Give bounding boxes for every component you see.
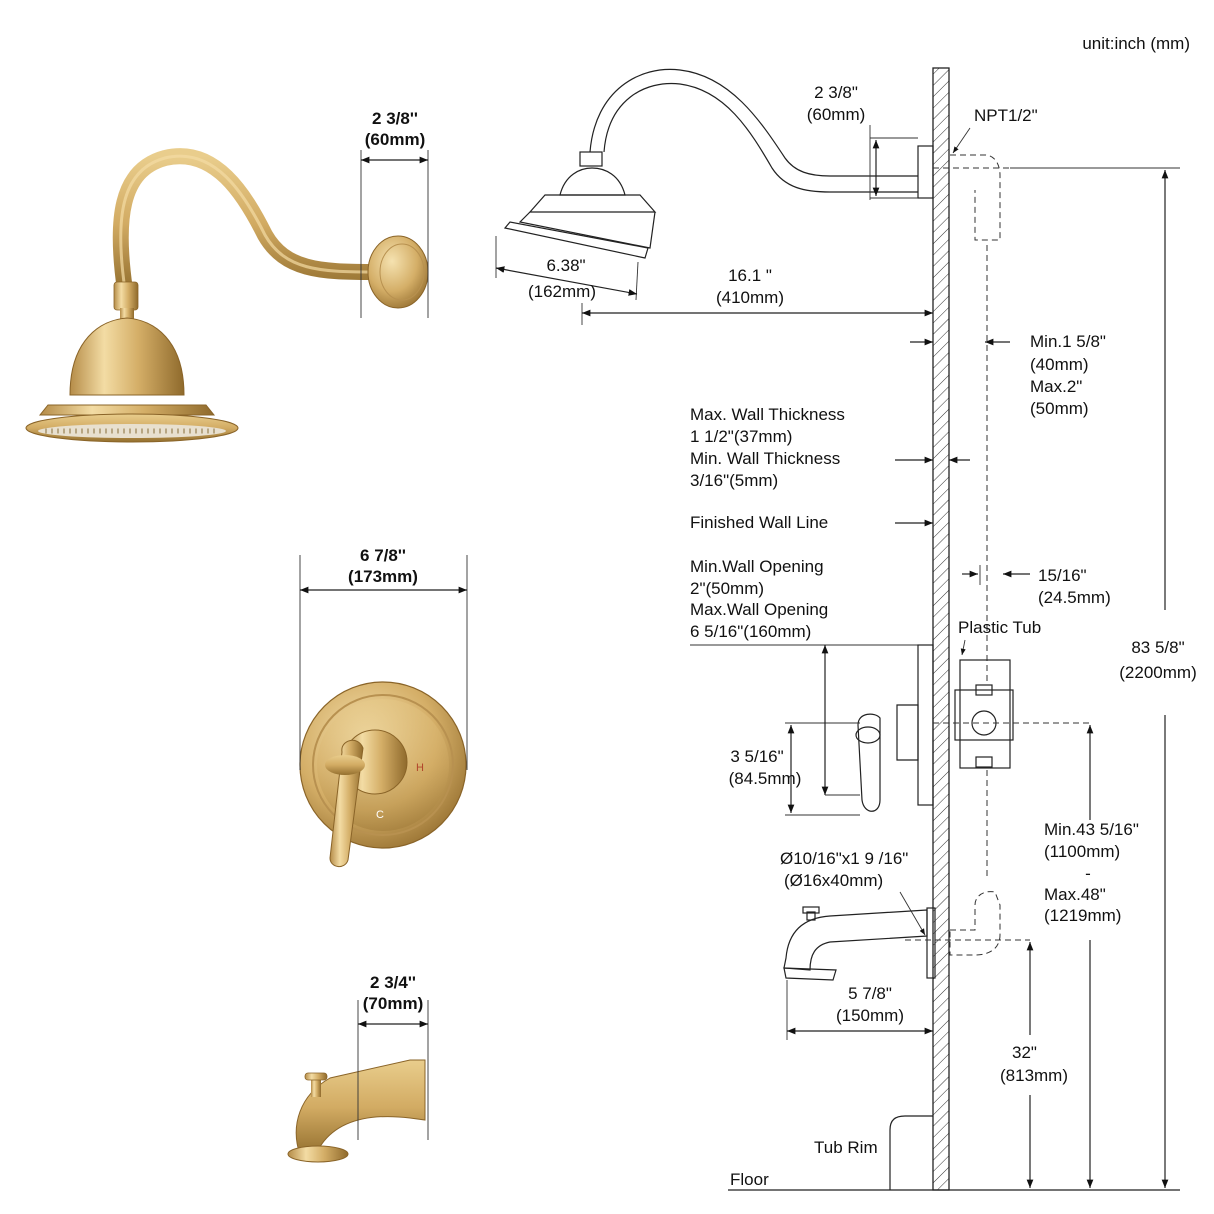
depth-min-label: Min.1 5/8" bbox=[1030, 332, 1106, 351]
wall-section bbox=[932, 67, 950, 1191]
wall-min-title: Min. Wall Thickness bbox=[690, 449, 840, 468]
opening-min-title: Min.Wall Opening bbox=[690, 557, 824, 576]
valve-height-max-label: Max.48" bbox=[1044, 885, 1106, 904]
tub-rim-label: Tub Rim bbox=[814, 1138, 878, 1157]
install-arm-mm-label: (60mm) bbox=[807, 105, 866, 124]
arm-length-label: 2 3/8'' bbox=[372, 109, 418, 128]
floor-label: Floor bbox=[730, 1170, 769, 1189]
head-diameter-mm-label: (162mm) bbox=[528, 282, 596, 301]
spout-height-mm-label: (813mm) bbox=[1000, 1066, 1068, 1085]
valve-height-min-label: Min.43 5/16" bbox=[1044, 820, 1139, 839]
shower-arm-outline bbox=[589, 68, 1010, 241]
total-height-label: 83 5/8" bbox=[1131, 638, 1184, 657]
spout-height-label: 32" bbox=[1012, 1043, 1037, 1062]
spout-length-label: 2 3/4'' bbox=[370, 973, 416, 992]
reach-mm-label: (410mm) bbox=[716, 288, 784, 307]
spout-reach-mm-label: (150mm) bbox=[836, 1006, 904, 1025]
hot-marker: H bbox=[416, 762, 424, 774]
tub-spout-render bbox=[287, 1059, 426, 1163]
arm-length-mm-label: (60mm) bbox=[365, 130, 425, 149]
spout-reach-label: 5 7/8" bbox=[848, 984, 892, 1003]
depth-max-mm-label: (50mm) bbox=[1030, 399, 1089, 418]
trim-width-label: 6 7/8'' bbox=[360, 546, 406, 565]
head-diameter-label: 6.38" bbox=[546, 256, 585, 275]
valve-height-max-mm-label: (1219mm) bbox=[1044, 906, 1121, 925]
spout-length-mm-label: (70mm) bbox=[363, 994, 423, 1013]
shower-head-render bbox=[25, 308, 239, 443]
valve-trim-render: H C bbox=[299, 681, 467, 867]
trim-width-mm-label: (173mm) bbox=[348, 567, 418, 586]
cold-marker: C bbox=[376, 809, 384, 821]
shower-arm-render bbox=[112, 148, 429, 311]
handle-height-label: 3 5/16" bbox=[730, 747, 783, 766]
npt-label: NPT1/2" bbox=[974, 106, 1038, 125]
shower-head-outline bbox=[503, 151, 657, 259]
finished-wall-label: Finished Wall Line bbox=[690, 513, 828, 532]
depth-min-mm-label: (40mm) bbox=[1030, 355, 1089, 374]
pipe-size-mm-label: (Ø16x40mm) bbox=[784, 871, 883, 890]
valve-offset-mm-label: (24.5mm) bbox=[1038, 588, 1111, 607]
total-height-mm-label: (2200mm) bbox=[1119, 663, 1196, 682]
valve-offset-label: 15/16" bbox=[1038, 566, 1087, 585]
opening-max-title: Max.Wall Opening bbox=[690, 600, 828, 619]
unit-note: unit:inch (mm) bbox=[1082, 34, 1190, 53]
valve-height-separator: - bbox=[1085, 864, 1091, 883]
plastic-tub-label: Plastic Tub bbox=[958, 618, 1041, 637]
wall-max-value: 1 1/2"(37mm) bbox=[690, 427, 792, 446]
wall-max-title: Max. Wall Thickness bbox=[690, 405, 845, 424]
reach-label: 16.1 " bbox=[728, 266, 772, 285]
valve-height-min-mm-label: (1100mm) bbox=[1044, 842, 1120, 861]
install-arm-label: 2 3/8" bbox=[814, 83, 858, 102]
wall-min-value: 3/16"(5mm) bbox=[690, 471, 778, 490]
tub-spout-outline bbox=[783, 891, 1030, 981]
depth-max-label: Max.2" bbox=[1030, 377, 1082, 396]
handle-height-mm-label: (84.5mm) bbox=[729, 769, 802, 788]
opening-max-value: 6 5/16"(160mm) bbox=[690, 622, 811, 641]
opening-min-value: 2"(50mm) bbox=[690, 579, 764, 598]
pipe-size-label: Ø10/16"x1 9 /16" bbox=[780, 849, 908, 868]
valve-assembly-outline bbox=[855, 644, 1090, 812]
